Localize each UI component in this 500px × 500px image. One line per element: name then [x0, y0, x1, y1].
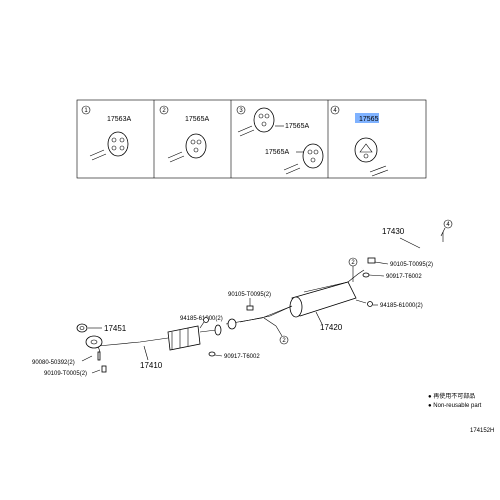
nut-icon: [203, 317, 209, 323]
label-90105-mid: 90105-T0095(2): [228, 292, 271, 298]
tail-pipe-17430: [360, 232, 461, 269]
legend-line-1: ● 再使用不可部品: [428, 392, 475, 400]
gasket-17451: [76, 323, 88, 333]
center-pipe: [225, 305, 293, 330]
callout-2-bottom: 2: [282, 338, 286, 344]
label-94185-right: 94185-61000(2): [380, 303, 423, 309]
panel-2: 2 17565A: [159, 105, 209, 163]
label-90917-bottom: 90917-T6002: [224, 354, 260, 360]
callout-2-top: 2: [351, 260, 355, 266]
panel-1-index: 1: [84, 108, 88, 114]
hanger-icon: [283, 143, 324, 175]
hanger-icon: [237, 107, 275, 137]
label-17451: 17451: [104, 324, 127, 333]
label-90080: 90080-50392(2): [32, 360, 75, 366]
panel-3-part-bottom: 17565A: [265, 149, 289, 156]
callout-4-top: 4: [446, 222, 450, 228]
hanger-icon: [354, 137, 389, 177]
gasket-icon: [362, 272, 370, 278]
legend-line-2: ● Non-reusable part: [428, 403, 482, 409]
label-90105-top: 90105-T0095(2): [390, 262, 433, 268]
label-94185-left: 94185-61000(2): [180, 316, 223, 322]
stud-icon: [97, 351, 107, 373]
label-90917-top: 90917-T6002: [386, 274, 422, 280]
gasket-icon: [208, 351, 216, 357]
panel-4-part[interactable]: 17565: [359, 116, 379, 123]
panel-4-index: 4: [333, 108, 337, 114]
label-17430: 17430: [382, 227, 405, 236]
legend: ● 再使用不可部品 ● Non-reusable part: [428, 392, 482, 409]
diagram-id: 174152H: [470, 428, 494, 434]
panel-1-part: 17563A: [107, 116, 131, 123]
label-17420: 17420: [320, 323, 343, 332]
panel-2-part: 17565A: [185, 116, 209, 123]
panel-3-part-top: 17565A: [285, 123, 309, 130]
bolt-icon: [246, 305, 254, 311]
hanger-icon: [167, 133, 207, 163]
panel-frame: [76, 99, 427, 179]
highlight-box: [355, 113, 379, 123]
nut-icon: [367, 301, 373, 307]
muffler-17420: [239, 269, 365, 323]
bolt-icon: [367, 257, 376, 264]
panel-3-index: 3: [239, 108, 243, 114]
label-17410: 17410: [140, 361, 163, 370]
panel-3: 3 17565A 17565A: [236, 105, 324, 175]
flange-icon: [85, 335, 103, 349]
panel-2-index: 2: [162, 108, 166, 114]
label-90109: 90109-T0005(2): [44, 371, 87, 377]
panel-1: 1 17563A: [81, 105, 131, 161]
hanger-icon: [89, 131, 129, 161]
panel-4: 4 17565: [330, 105, 389, 177]
